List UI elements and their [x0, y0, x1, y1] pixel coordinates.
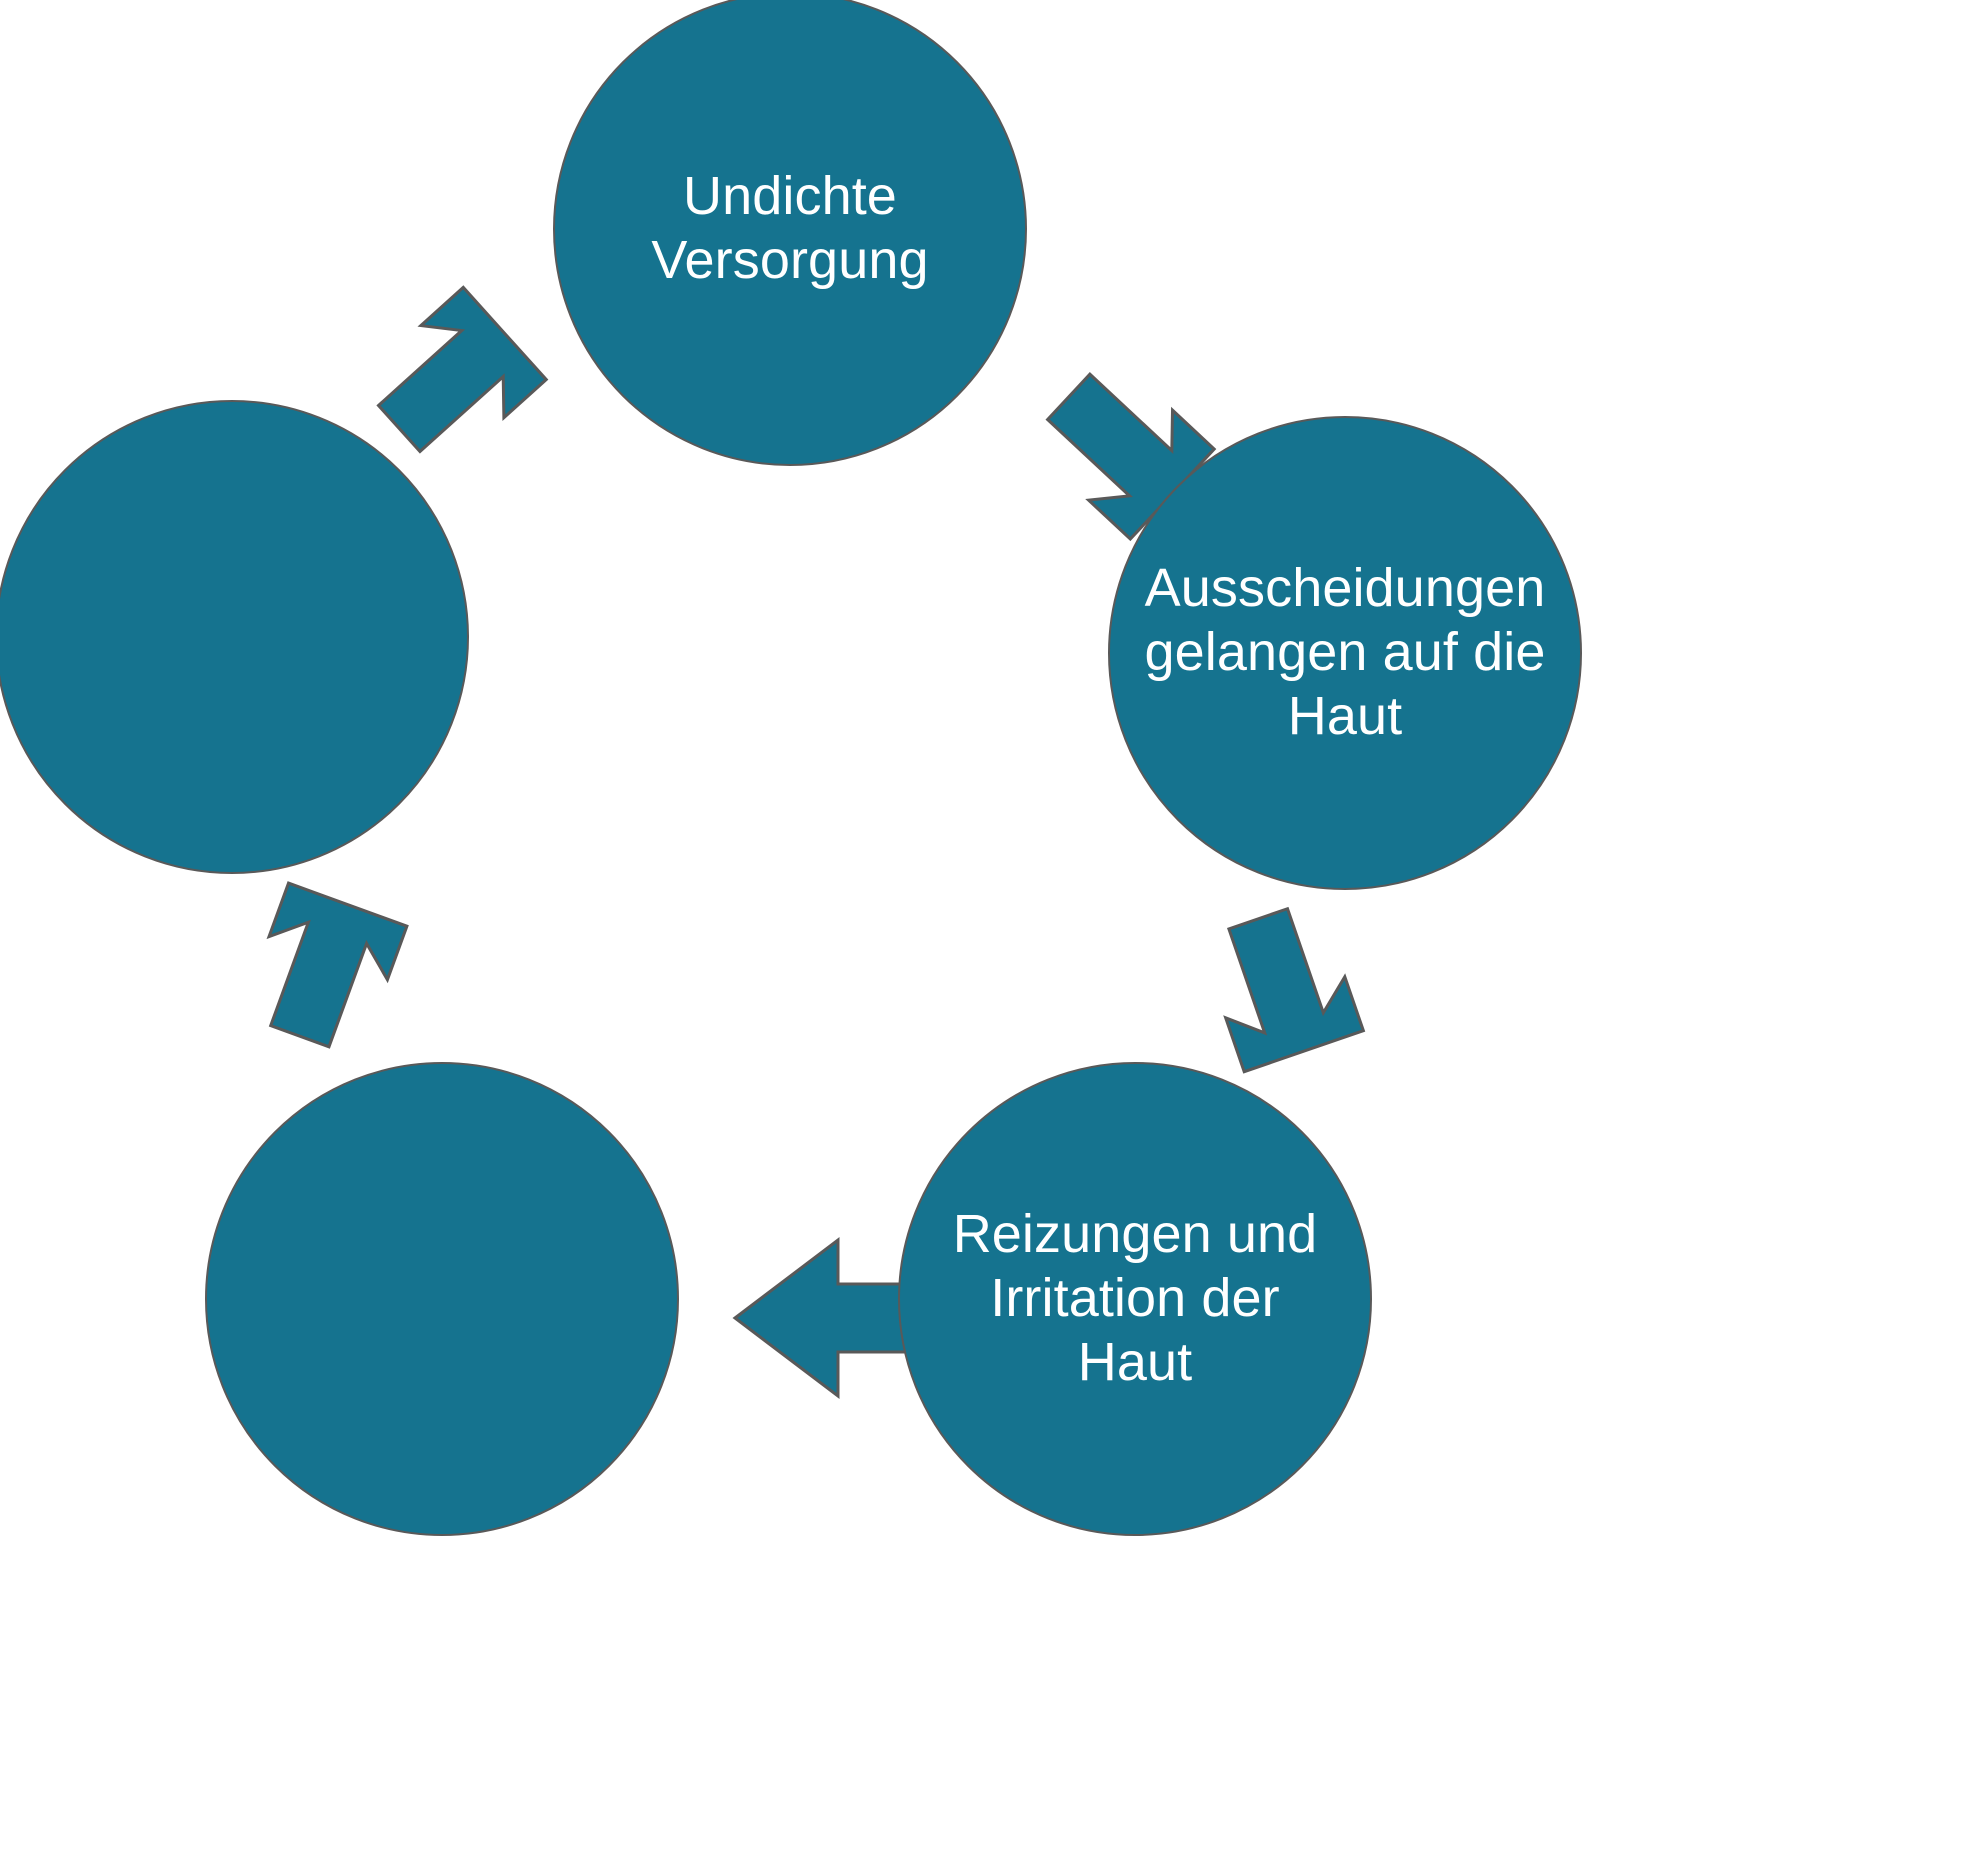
cycle-node-undichte-versorgung[interactable]: Undichte Versorgung — [553, 0, 1027, 466]
arrow-node-1-to-node-2 — [1223, 906, 1366, 1074]
cycle-node-label: Reizungen und Irritation der Haut — [952, 1204, 1318, 1392]
arrow-node-3-to-node-4 — [266, 881, 409, 1049]
cycle-node-label: Ausscheidungen gelangen auf die Haut — [1144, 558, 1546, 746]
arrow-node-0-to-node-1 — [1045, 372, 1217, 542]
arrow-node-2-to-node-3 — [732, 1236, 917, 1400]
arrow-node-4-to-node-0 — [376, 285, 549, 454]
cycle-node-empty-left[interactable] — [0, 400, 469, 874]
cycle-node-ausscheidungen-haut[interactable]: Ausscheidungen gelangen auf die Haut — [1108, 416, 1582, 890]
cycle-node-reizungen-irritation[interactable]: Reizungen und Irritation der Haut — [898, 1062, 1372, 1536]
cycle-node-empty-bottom-left[interactable] — [205, 1062, 679, 1536]
cycle-node-label: Undichte Versorgung — [651, 166, 929, 290]
